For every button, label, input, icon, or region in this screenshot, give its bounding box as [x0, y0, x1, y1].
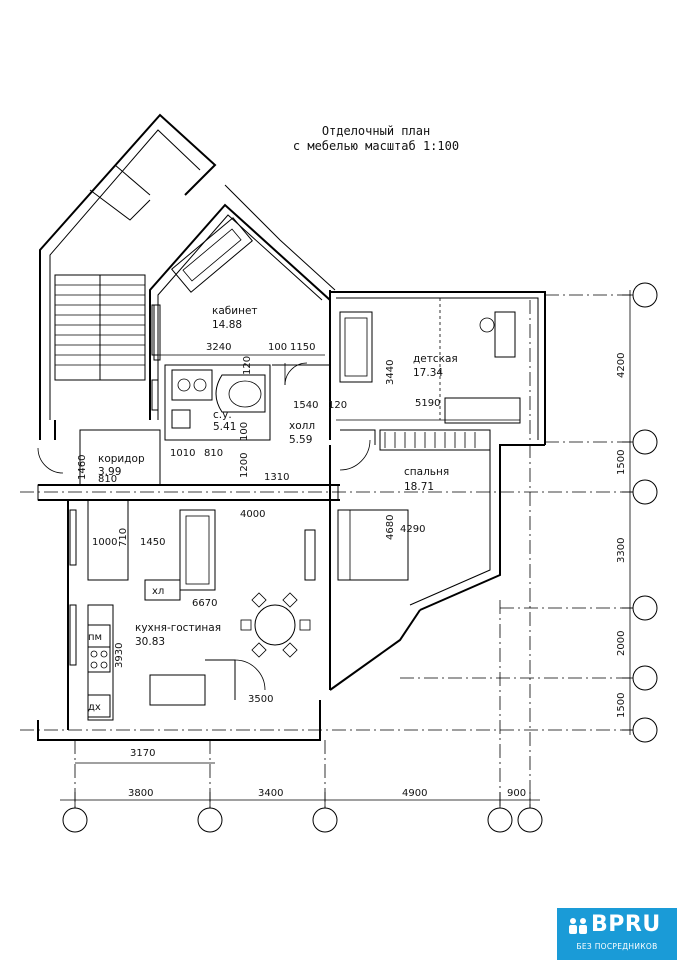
dim-710: 710: [118, 528, 129, 547]
raxis-dim-1500a: 1500: [616, 450, 627, 475]
kitchen-label: кухня-гостиная: [135, 622, 221, 634]
bathroom-toilet: [171, 409, 191, 429]
dim-1310: 1310: [264, 472, 289, 483]
dim-120a: 120: [242, 356, 253, 375]
wardrobe-label: дх: [88, 702, 101, 713]
dining-table: [254, 604, 296, 646]
raxis-marker-2: [632, 429, 658, 455]
raxis-dim-4200: 4200: [616, 353, 627, 378]
axis-marker-4: [487, 807, 513, 833]
dim-6670: 6670: [192, 598, 217, 609]
bathroom-sink: [171, 369, 213, 401]
axis-marker-1: [62, 807, 88, 833]
bedroom-area: 18.71: [404, 481, 434, 493]
plan-title-line2: с мебелью масштаб 1:100: [293, 139, 459, 153]
window-marks: [69, 304, 159, 666]
dim-100: 100: [268, 342, 287, 353]
dim-1540: 1540: [293, 400, 318, 411]
dim-3500: 3500: [248, 694, 273, 705]
raxis-marker-5: [632, 665, 658, 691]
hall-label: холл: [289, 420, 315, 432]
interior-dimensions: 3240 100 1150 120 3440 1540 120 5190 146…: [77, 342, 440, 759]
raxis-dim-2000: 2000: [616, 631, 627, 656]
bathroom-walls: [164, 364, 271, 441]
dim-1150: 1150: [290, 342, 315, 353]
cabinet-walls: [149, 184, 336, 420]
dim-3440: 3440: [385, 360, 396, 385]
axis-dim-3400: 3400: [258, 788, 283, 799]
logo-people-icon: [569, 918, 587, 934]
raxis-marker-6: [632, 717, 658, 743]
raxis-marker-4: [632, 595, 658, 621]
nursery-sofa: [339, 311, 373, 383]
dim-5190: 5190: [415, 398, 440, 409]
corridor-label: коридор: [98, 453, 145, 465]
stairwell: [39, 113, 217, 440]
dim-810a: 810: [204, 448, 223, 459]
dim-4680: 4680: [385, 515, 396, 540]
bedroom-label: спальня: [404, 466, 449, 478]
cabinet-label: кабинет: [212, 305, 258, 317]
axis-marker-3: [312, 807, 338, 833]
dim-1010: 1010: [170, 448, 195, 459]
dim-3930: 3930: [114, 643, 125, 668]
living-tv: [304, 529, 316, 581]
dim-1450: 1450: [140, 537, 165, 548]
kitchen-stove: [87, 646, 111, 673]
nursery-label: детская: [413, 353, 458, 365]
central-wall: [37, 484, 340, 501]
raxis-marker-1: [632, 282, 658, 308]
bathroom-tub: [215, 374, 266, 413]
axis-dim-900: 900: [507, 788, 526, 799]
raxis-dim-1500b: 1500: [616, 693, 627, 718]
bottom-axis: 3800 3400 4900 900: [60, 300, 543, 833]
right-axis: 4200 1500 3300 2000 1500: [20, 282, 658, 743]
dim-1460: 1460: [77, 455, 88, 480]
bathroom-label: с.у.: [213, 409, 232, 421]
hall-area: 5.59: [289, 434, 312, 446]
dim-100b: 100: [239, 422, 250, 441]
dishwasher-label: пм: [88, 632, 102, 643]
dim-4290: 4290: [400, 524, 425, 535]
plan-title-line1: Отделочный план: [322, 124, 430, 138]
cabinet-area: 14.88: [212, 319, 242, 331]
dim-120b: 120: [328, 400, 347, 411]
bedroom-bed: [337, 509, 409, 581]
dim-3170: 3170: [130, 748, 155, 759]
kitchen-area: 30.83: [135, 636, 165, 648]
axis-dim-4900: 4900: [402, 788, 427, 799]
raxis-dim-3300: 3300: [616, 538, 627, 563]
bedroom-wardrobe: [379, 429, 491, 451]
dim-3240: 3240: [206, 342, 231, 353]
fridge-label: хл: [152, 586, 164, 597]
logo-name: BPRU: [591, 912, 661, 937]
bathroom-area: 5.41: [213, 421, 236, 433]
hall-walls: [272, 362, 376, 471]
corridor-area: 3.99: [98, 466, 121, 478]
axis-marker-5: [517, 807, 543, 833]
nursery-walls: [329, 290, 546, 445]
kitchen-walls: [37, 499, 321, 741]
cabinet-sofa: [171, 217, 253, 293]
raxis-marker-3: [632, 479, 658, 505]
axis-marker-2: [197, 807, 223, 833]
axis-dim-3800: 3800: [128, 788, 153, 799]
dim-1200: 1200: [239, 453, 250, 478]
dim-810b: 810: [98, 474, 117, 485]
stair-steps: [55, 275, 145, 380]
dim-1000: 1000: [92, 537, 117, 548]
logo-tagline: БЕЗ ПОСРЕДНИКОВ: [576, 942, 658, 951]
dim-4000: 4000: [240, 509, 265, 520]
nursery-area: 17.34: [413, 367, 443, 379]
living-sofa: [179, 509, 216, 591]
bpru-logo: BPRU БЕЗ ПОСРЕДНИКОВ: [557, 908, 677, 960]
